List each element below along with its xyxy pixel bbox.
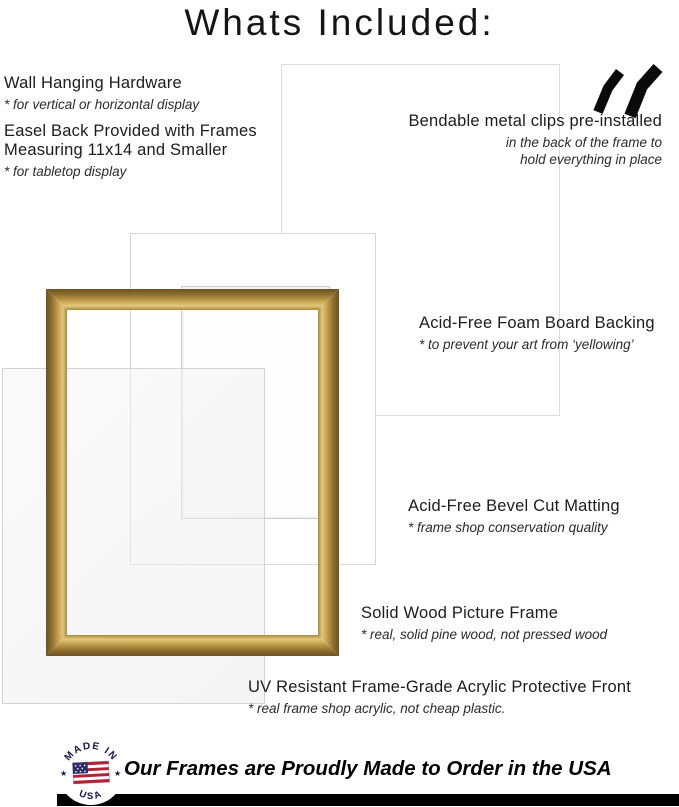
wall-hardware-note: * for vertical or horizontal display xyxy=(4,96,200,112)
frame-bar-left xyxy=(46,289,67,656)
acrylic-note: * real frame shop acrylic, not cheap pla… xyxy=(248,700,506,716)
frame-bar-top xyxy=(46,289,339,310)
frame-bar-bottom xyxy=(46,635,339,656)
easel-back-note: * for tabletop display xyxy=(4,163,127,179)
matting-label: Acid-Free Bevel Cut Matting * frame shop… xyxy=(408,497,620,537)
stamp-star-left: ★ xyxy=(60,769,67,778)
frame-bar-right xyxy=(318,289,339,656)
us-flag-icon xyxy=(72,760,110,785)
foam-board-heading: Acid-Free Foam Board Backing xyxy=(419,314,655,332)
page-title: Whats Included: xyxy=(184,2,495,43)
wood-frame-note: * real, solid pine wood, not pressed woo… xyxy=(361,626,608,642)
wood-frame-label: Solid Wood Picture Frame * real, solid p… xyxy=(361,604,607,644)
footer-message: Our Frames are Proudly Made to Order in … xyxy=(124,757,612,780)
wall-hardware-heading: Wall Hanging Hardware xyxy=(4,74,182,92)
wall-hardware-label: Wall Hanging Hardware * for vertical or … xyxy=(4,74,199,114)
clips-label: Bendable metal clips pre-installed in th… xyxy=(408,112,662,169)
wood-frame-heading: Solid Wood Picture Frame xyxy=(361,604,559,622)
easel-back-label: Easel Back Provided with Frames Measurin… xyxy=(4,122,257,181)
bendable-metal-clips-icon xyxy=(592,64,664,123)
svg-text:USA: USA xyxy=(77,788,104,802)
matting-heading: Acid-Free Bevel Cut Matting xyxy=(408,497,620,515)
gold-frame-graphic xyxy=(46,289,339,656)
footer-black-bar xyxy=(57,794,679,806)
acrylic-heading: UV Resistant Frame-Grade Acrylic Protect… xyxy=(248,678,631,696)
acrylic-label: UV Resistant Frame-Grade Acrylic Protect… xyxy=(248,678,631,718)
matting-note: * frame shop conservation quality xyxy=(408,519,608,535)
usa-flag-stamp: MADE IN USA ★ ★ xyxy=(58,739,124,805)
foam-board-label: Acid-Free Foam Board Backing * to preven… xyxy=(419,314,655,354)
clips-heading: Bendable metal clips pre-installed xyxy=(408,112,662,130)
easel-back-heading-line1: Easel Back Provided with Frames xyxy=(4,122,257,140)
clips-note-line2: hold everything in place xyxy=(520,151,662,167)
foam-board-note: * to prevent your art from ‘yellowing’ xyxy=(419,336,634,352)
easel-back-heading-line2: Measuring 11x14 and Smaller xyxy=(4,140,228,159)
stamp-star-right: ★ xyxy=(114,769,121,778)
stamp-bottom-text: USA xyxy=(77,788,102,802)
clips-note-line1: in the back of the frame to xyxy=(505,134,662,150)
